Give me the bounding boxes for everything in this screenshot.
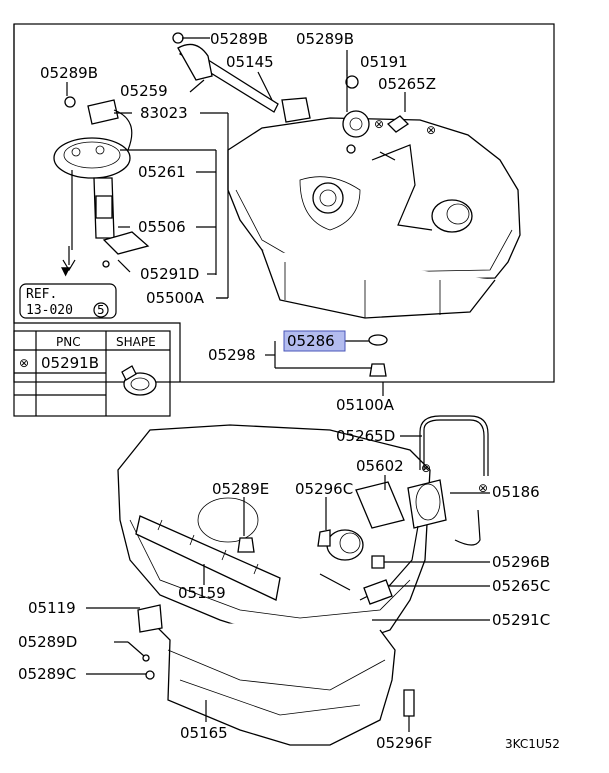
label-05286[interactable]: 05286 — [287, 332, 335, 350]
label-05298[interactable]: 05298 — [208, 346, 256, 364]
label-05289C[interactable]: 05289C — [18, 665, 76, 683]
upper-fuel-tank: ⊗ ⊗ — [172, 32, 521, 319]
table-header-shape: SHAPE — [116, 335, 156, 349]
label-05145[interactable]: 05145 — [226, 53, 274, 71]
lower-fuel-tank: ⊗ ⊗ — [117, 415, 489, 746]
shape-table: PNC SHAPE ⊗ 05291B — [13, 330, 171, 417]
label-05119[interactable]: 05119 — [28, 599, 76, 617]
bolt-05298 — [369, 363, 387, 377]
svg-text:▼: ▼ — [61, 264, 71, 278]
svg-text:⊗: ⊗ — [421, 461, 431, 475]
diagram-code: 3KC1U52 — [505, 737, 560, 751]
hose-clamp-shape — [121, 365, 157, 396]
selected-part-highlight — [283, 330, 346, 352]
svg-text:⊗: ⊗ — [426, 123, 436, 137]
label-05602[interactable]: 05602 — [356, 457, 404, 475]
ref-label: REF. — [26, 287, 57, 302]
label-05506[interactable]: 05506 — [138, 218, 186, 236]
svg-text:⊗: ⊗ — [478, 481, 488, 495]
svg-text:⊗: ⊗ — [374, 117, 384, 131]
label-05296C[interactable]: 05296C — [295, 480, 353, 498]
label-05289E[interactable]: 05289E — [212, 480, 269, 498]
label-05291D[interactable]: 05291D — [140, 265, 199, 283]
label-05289B-top2[interactable]: 05289B — [296, 30, 354, 48]
label-05500A[interactable]: 05500A — [146, 289, 205, 307]
table-row-pnc: 05291B — [41, 354, 99, 372]
upper-leader-lines — [66, 37, 406, 369]
fuel-pump-assembly: ▼ — [53, 96, 150, 278]
label-05265C[interactable]: 05265C — [492, 577, 550, 595]
label-05261[interactable]: 05261 — [138, 163, 186, 181]
label-05159[interactable]: 05159 — [178, 584, 226, 602]
label-05265Z[interactable]: 05265Z — [378, 75, 436, 93]
ref-circled-number: 5 — [97, 303, 105, 317]
table-row-symbol: ⊗ — [19, 356, 29, 370]
label-05186[interactable]: 05186 — [492, 483, 540, 501]
ref-code: 13-020 — [26, 303, 73, 318]
label-05265D[interactable]: 05265D — [336, 427, 395, 445]
label-05289B-left[interactable]: 05289B — [40, 64, 98, 82]
label-05259[interactable]: 05259 — [120, 82, 168, 100]
lower-leader-lines — [86, 382, 490, 732]
reference-box[interactable]: REF. 13-020 5 — [19, 283, 117, 319]
label-05289B-top[interactable]: 05289B — [210, 30, 268, 48]
washer-05286 — [368, 334, 388, 346]
label-05296F[interactable]: 05296F — [376, 734, 432, 752]
label-05191[interactable]: 05191 — [360, 53, 408, 71]
label-05100A[interactable]: 05100A — [336, 396, 395, 414]
label-05165[interactable]: 05165 — [180, 724, 228, 742]
table-header-pnc: PNC — [56, 335, 81, 349]
label-83023[interactable]: 83023 — [140, 104, 188, 122]
pump-subframe — [13, 24, 181, 382]
label-05296B[interactable]: 05296B — [492, 553, 550, 571]
label-05291C[interactable]: 05291C — [492, 611, 550, 629]
label-05289D[interactable]: 05289D — [18, 633, 77, 651]
